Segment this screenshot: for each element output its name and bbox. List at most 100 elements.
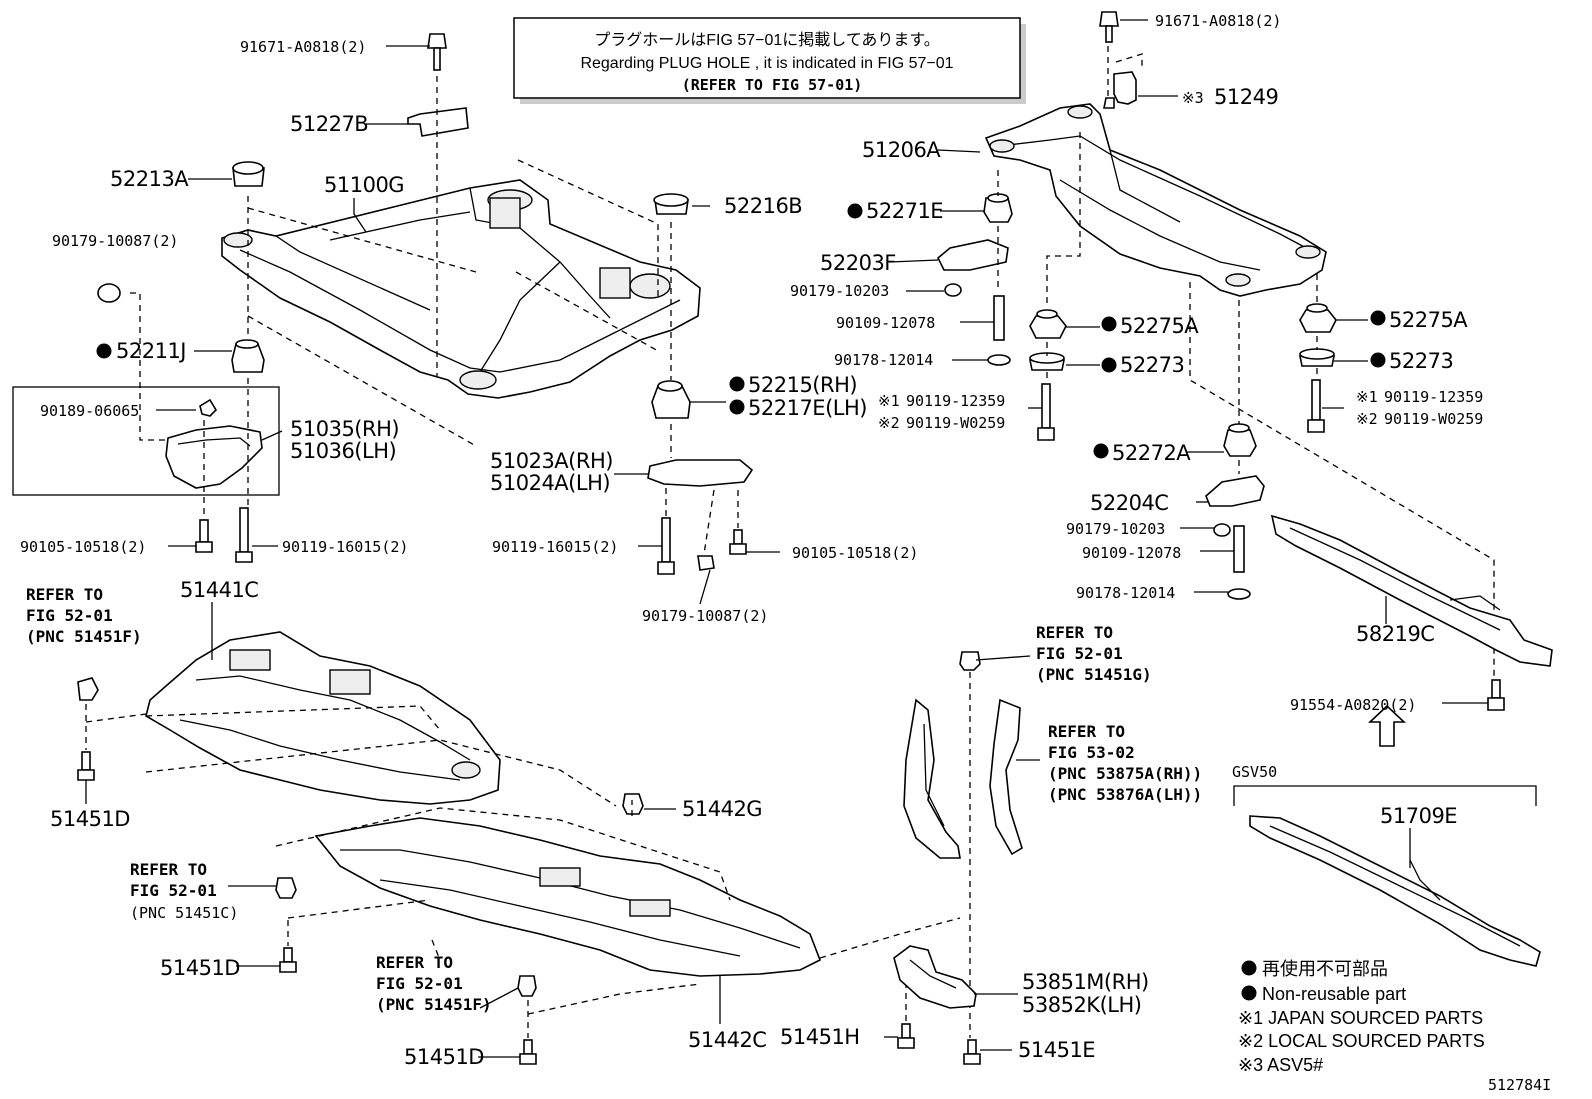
label-90105-left: 90105-10518(2) bbox=[20, 538, 146, 556]
note2-mark-left: ※2 bbox=[878, 414, 900, 432]
refer5-line2: FIG 53-02 bbox=[1048, 743, 1135, 762]
refer1-line2: FIG 52-01 bbox=[26, 606, 113, 625]
legend-note2: ※2 LOCAL SOURCED PARTS bbox=[1238, 1031, 1485, 1051]
label-90189-06065: 90189-06065 bbox=[40, 402, 139, 420]
note1-mark-left: ※1 bbox=[878, 392, 900, 410]
label-52217E: 52217E(LH) bbox=[748, 396, 867, 420]
refer4-line1: REFER TO bbox=[1036, 623, 1113, 642]
legend-en: Non-reusable part bbox=[1262, 984, 1406, 1004]
label-91554: 91554-A0820(2) bbox=[1290, 696, 1416, 714]
refer3-line3: (PNC 51451F) bbox=[376, 995, 492, 1014]
label-52203F: 52203F bbox=[820, 251, 896, 275]
side-covers bbox=[903, 698, 1023, 859]
banner-line2: Regarding PLUG HOLE , it is indicated in… bbox=[580, 55, 953, 72]
front-suspension-member bbox=[221, 179, 701, 399]
note1-mark-right: ※1 bbox=[1356, 388, 1378, 406]
label-90119-12359-right: 90119-12359 bbox=[1384, 388, 1483, 406]
label-52272A: 52272A bbox=[1112, 441, 1191, 465]
front-guide-lines bbox=[130, 76, 739, 555]
refer1-line3: (PNC 51451F) bbox=[26, 627, 142, 646]
label-51441C: 51441C bbox=[180, 578, 258, 602]
label-90109-12078-a: 90109-12078 bbox=[836, 314, 935, 332]
refer2-line3: (PNC 51451C) bbox=[130, 904, 238, 922]
leader-lines bbox=[85, 19, 1488, 1058]
label-51451D-b: 51451D bbox=[160, 956, 240, 980]
label-90179-10087-top: 90179-10087(2) bbox=[52, 232, 178, 250]
label-91671-left: 91671-A0818(2) bbox=[240, 38, 366, 56]
label-90179-10203-a: 90179-10203 bbox=[790, 282, 889, 300]
legend-jp: 再使用不可部品 bbox=[1262, 959, 1388, 979]
label-52213A: 52213A bbox=[110, 167, 189, 191]
refer5-line1: REFER TO bbox=[1048, 722, 1125, 741]
refer2-line2: FIG 52-01 bbox=[130, 881, 217, 900]
part-labels: 91671-A0818(2) 51227B 52213A 51100G 9017… bbox=[20, 12, 1483, 1069]
non-reusable-markers bbox=[96, 203, 1386, 1001]
rear-suspension-member bbox=[984, 103, 1327, 297]
label-51442G: 51442G bbox=[682, 797, 762, 821]
label-90178-12014-b: 90178-12014 bbox=[1076, 584, 1175, 602]
label-52273-right: 52273 bbox=[1389, 349, 1453, 373]
label-51227B: 51227B bbox=[290, 112, 368, 136]
label-90109-12078-b: 90109-12078 bbox=[1082, 544, 1181, 562]
label-52216B: 52216B bbox=[724, 194, 802, 218]
label-51023A: 51023A(RH) bbox=[490, 449, 613, 473]
banner-line3: (REFER TO FIG 57-01) bbox=[682, 76, 863, 94]
legend-note3: ※3 ASV5# bbox=[1238, 1055, 1323, 1075]
front-hardware bbox=[12, 33, 754, 575]
refer3-line1: REFER TO bbox=[376, 953, 453, 972]
label-52215: 52215(RH) bbox=[748, 373, 857, 397]
label-51035: 51035(RH) bbox=[290, 417, 399, 441]
label-51036: 51036(LH) bbox=[290, 439, 396, 463]
label-90105-mid: 90105-10518(2) bbox=[792, 544, 918, 562]
under-cover-51442C bbox=[314, 817, 822, 977]
refer2-line1: REFER TO bbox=[130, 860, 207, 879]
label-51100G: 51100G bbox=[324, 173, 404, 197]
label-90178-12014-a: 90178-12014 bbox=[834, 351, 933, 369]
label-51442C: 51442C bbox=[688, 1028, 766, 1052]
label-gsv50: GSV50 bbox=[1232, 763, 1277, 781]
plug-hole-banner: プラグホールはFIG 57−01に掲載してあります。 Regarding PLU… bbox=[513, 17, 1026, 104]
legend: 再使用不可部品 Non-reusable part ※1 JAPAN SOURC… bbox=[1238, 959, 1551, 1094]
label-52275A-left: 52275A bbox=[1120, 314, 1199, 338]
label-51206A: 51206A bbox=[862, 138, 941, 162]
refer5-line3: (PNC 53875A(RH)) bbox=[1048, 764, 1202, 783]
label-53852K: 53852K(LH) bbox=[1022, 993, 1141, 1017]
refer4-line3: (PNC 51451G) bbox=[1036, 665, 1152, 684]
label-90119-W0259-right: 90119-W0259 bbox=[1384, 410, 1483, 428]
label-58219C: 58219C bbox=[1356, 622, 1434, 646]
label-52275A-right: 52275A bbox=[1389, 308, 1468, 332]
label-51024A: 51024A(LH) bbox=[490, 471, 610, 495]
label-90119-12359-left: 90119-12359 bbox=[906, 392, 1005, 410]
cover-guide-lines bbox=[85, 672, 971, 1038]
label-53851M: 53851M(RH) bbox=[1022, 970, 1149, 994]
refer5-line4: (PNC 53876A(LH)) bbox=[1048, 785, 1202, 804]
rear-beam-58219C bbox=[1270, 514, 1553, 667]
label-51709E: 51709E bbox=[1380, 804, 1457, 828]
label-52204C: 52204C bbox=[1090, 491, 1168, 515]
label-52273-left: 52273 bbox=[1120, 353, 1184, 377]
banner-line1: プラグホールはFIG 57−01に掲載してあります。 bbox=[594, 31, 940, 49]
label-90119-16015-left: 90119-16015(2) bbox=[282, 538, 408, 556]
cover-fasteners bbox=[77, 651, 981, 1065]
refer-blocks: REFER TO FIG 52-01 (PNC 51451F) REFER TO… bbox=[26, 585, 1202, 1014]
label-90179-10087-mid: 90179-10087(2) bbox=[642, 607, 768, 625]
rear-hardware bbox=[937, 11, 1505, 711]
label-52271E: 52271E bbox=[866, 199, 943, 223]
refer3-line2: FIG 52-01 bbox=[376, 974, 463, 993]
label-90119-W0259-left: 90119-W0259 bbox=[906, 414, 1005, 432]
note3-mark-51249: ※3 bbox=[1182, 89, 1204, 107]
figure-id: 512784I bbox=[1488, 1076, 1551, 1094]
note2-mark-right: ※2 bbox=[1356, 410, 1378, 428]
under-cover-51441C bbox=[145, 631, 501, 805]
label-52211J: 52211J bbox=[116, 339, 186, 363]
label-90179-10203-b: 90179-10203 bbox=[1066, 520, 1165, 538]
label-51451E: 51451E bbox=[1018, 1038, 1095, 1062]
label-51451D-c: 51451D bbox=[404, 1045, 484, 1069]
label-91671-right: 91671-A0818(2) bbox=[1155, 12, 1281, 30]
label-51451D-a: 51451D bbox=[50, 807, 130, 831]
refer1-line1: REFER TO bbox=[26, 585, 103, 604]
label-90119-16015-mid: 90119-16015(2) bbox=[492, 538, 618, 556]
label-51451H: 51451H bbox=[780, 1025, 860, 1049]
legend-note1: ※1 JAPAN SOURCED PARTS bbox=[1238, 1008, 1483, 1028]
